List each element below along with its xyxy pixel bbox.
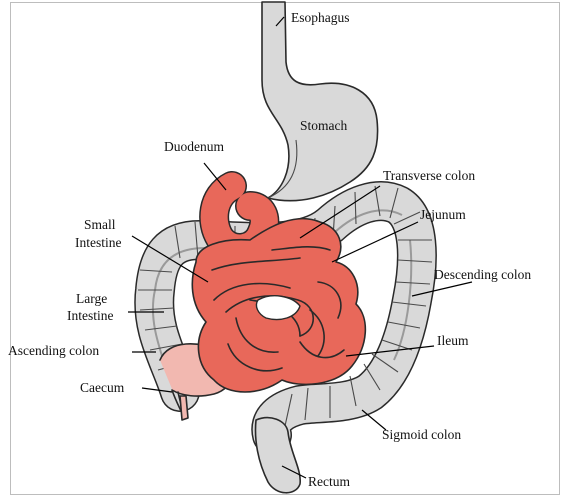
- label-transverse-colon: Transverse colon: [383, 168, 475, 183]
- label-caecum: Caecum: [80, 380, 125, 395]
- label-large-intestine-line1: Large: [76, 291, 107, 306]
- label-duodenum: Duodenum: [164, 139, 224, 154]
- label-rectum: Rectum: [308, 474, 350, 489]
- label-descending-colon: Descending colon: [434, 267, 531, 282]
- rectum-shape: [256, 418, 301, 493]
- stomach-shape: [262, 2, 378, 201]
- label-sigmoid-colon: Sigmoid colon: [382, 427, 461, 442]
- label-ascending-colon: Ascending colon: [8, 343, 99, 358]
- label-large-intestine-line2: Intestine: [67, 308, 114, 323]
- label-stomach: Stomach: [300, 118, 347, 133]
- label-ileum: Ileum: [437, 333, 469, 348]
- label-small-intestine-line2: Intestine: [75, 235, 122, 250]
- label-esophagus: Esophagus: [291, 10, 350, 25]
- label-jejunum: Jejunum: [420, 207, 466, 222]
- label-small-intestine-line1: Small: [84, 217, 116, 232]
